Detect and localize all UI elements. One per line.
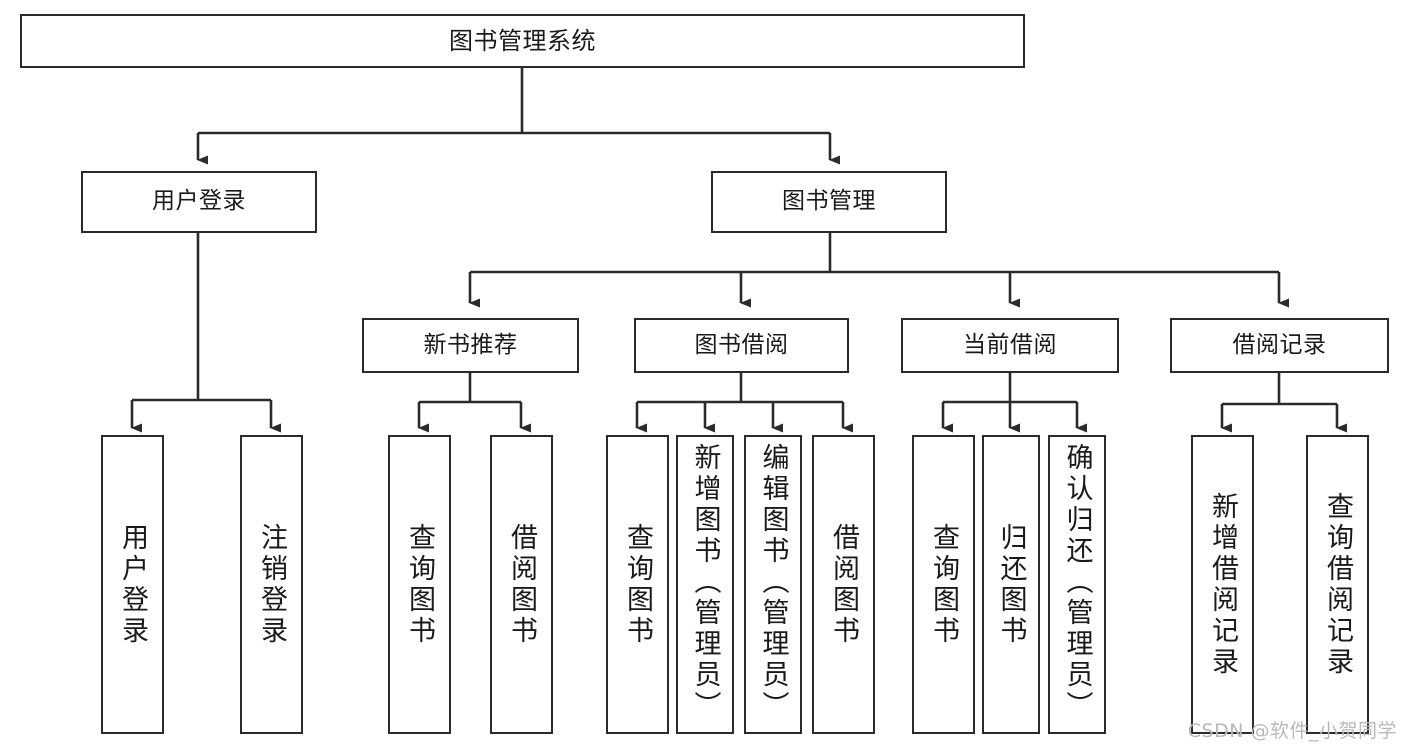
- leaf-add-borrow-record[interactable]: 新增借阅记录: [1191, 435, 1254, 734]
- leaf-borrow-book-recommend[interactable]: 借阅图书: [490, 435, 553, 734]
- node-label: 图书借阅: [694, 331, 789, 358]
- node-label: 用户登录: [117, 522, 148, 647]
- leaf-query-book-borrow[interactable]: 查询图书: [606, 435, 669, 734]
- node-label: 当前借阅: [963, 331, 1057, 358]
- node-label: 借阅记录: [1232, 331, 1327, 358]
- leaf-query-book-recommend[interactable]: 查询图书: [388, 435, 451, 734]
- node-label: 查询图书: [404, 522, 435, 647]
- node-label: 新书推荐: [423, 331, 518, 358]
- leaf-return-book[interactable]: 归还图书: [982, 435, 1040, 734]
- node-label: 编辑图书（管理员）: [757, 443, 789, 722]
- leaf-user-login[interactable]: 用户登录: [101, 435, 164, 734]
- node-label: 查询借阅记录: [1322, 491, 1353, 678]
- node-label: 新增图书（管理员）: [689, 443, 721, 722]
- leaf-borrow-book-borrow[interactable]: 借阅图书: [812, 435, 875, 734]
- leaf-query-book-current[interactable]: 查询图书: [912, 435, 975, 734]
- node-label: 查询图书: [622, 522, 653, 647]
- node-book-borrow[interactable]: 图书借阅: [634, 318, 849, 373]
- node-label: 查询图书: [928, 522, 959, 647]
- leaf-query-borrow-record[interactable]: 查询借阅记录: [1306, 435, 1369, 734]
- node-label: 图书管理系统: [449, 26, 596, 55]
- node-label: 借阅图书: [828, 522, 859, 647]
- node-label: 确认归还（管理员）: [1061, 443, 1093, 722]
- node-user-login[interactable]: 用户登录: [81, 171, 317, 233]
- node-borrow-record[interactable]: 借阅记录: [1170, 318, 1389, 373]
- node-label: 注销登录: [256, 522, 287, 647]
- node-book-management[interactable]: 图书管理: [711, 171, 947, 233]
- leaf-add-book-admin[interactable]: 新增图书（管理员）: [676, 435, 734, 734]
- node-label: 新增借阅记录: [1207, 491, 1238, 678]
- leaf-edit-book-admin[interactable]: 编辑图书（管理员）: [744, 435, 802, 734]
- node-label: 图书管理: [782, 188, 876, 215]
- node-label: 用户登录: [152, 188, 246, 215]
- node-current-borrow[interactable]: 当前借阅: [901, 318, 1119, 373]
- leaf-logout-login[interactable]: 注销登录: [240, 435, 303, 734]
- node-label: 归还图书: [995, 522, 1027, 647]
- leaf-confirm-return-admin[interactable]: 确认归还（管理员）: [1048, 435, 1106, 734]
- node-root-book-management-system[interactable]: 图书管理系统: [20, 14, 1025, 68]
- node-new-book-recommend[interactable]: 新书推荐: [362, 318, 579, 373]
- watermark-csdn: CSDN @软件_小贺同学: [1187, 720, 1397, 742]
- node-label: 借阅图书: [506, 522, 537, 647]
